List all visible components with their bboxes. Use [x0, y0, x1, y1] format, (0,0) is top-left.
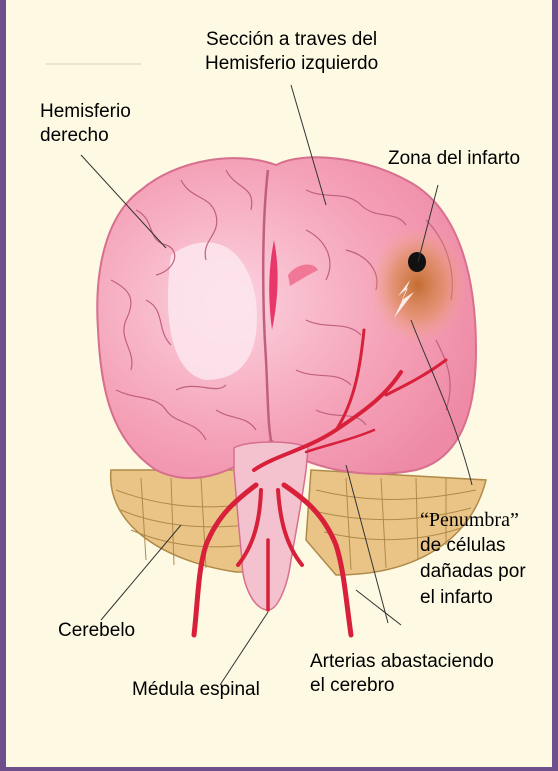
cerebelo-label: Cerebelo: [58, 619, 135, 643]
penumbra-label: “Penumbra” de células dañadas por el inf…: [420, 507, 526, 611]
arterias-line-2: el cerebro: [310, 674, 494, 698]
seccion-label-line-2: Hemisferio izquierdo: [205, 52, 378, 76]
infarct-penumbra-zone: [370, 227, 466, 343]
penumbra-line-3: dañadas por: [420, 559, 526, 585]
penumbra-line-2: de células: [420, 533, 526, 559]
infarct-core: [408, 252, 426, 272]
penumbra-line-1: “Penumbra”: [420, 507, 526, 533]
hemisferio-derecho-line-1: Hemisferio: [40, 100, 131, 124]
hemisferio-derecho-line-2: derecho: [40, 124, 131, 148]
arterias-label: Arterias abastaciendo el cerebro: [310, 650, 494, 698]
penumbra-line-4: el infarto: [420, 585, 526, 611]
seccion-label-line-1: Sección a traves del: [205, 28, 378, 52]
medula-label: Médula espinal: [132, 678, 260, 702]
zona-infarto-label: Zona del infarto: [388, 147, 520, 171]
brainstem: [234, 442, 308, 610]
seccion-label: Sección a traves del Hemisferio izquierd…: [205, 28, 378, 76]
hemisferio-derecho-label: Hemisferio derecho: [40, 100, 131, 148]
arterias-line-1: Arterias abastaciendo: [310, 650, 494, 674]
